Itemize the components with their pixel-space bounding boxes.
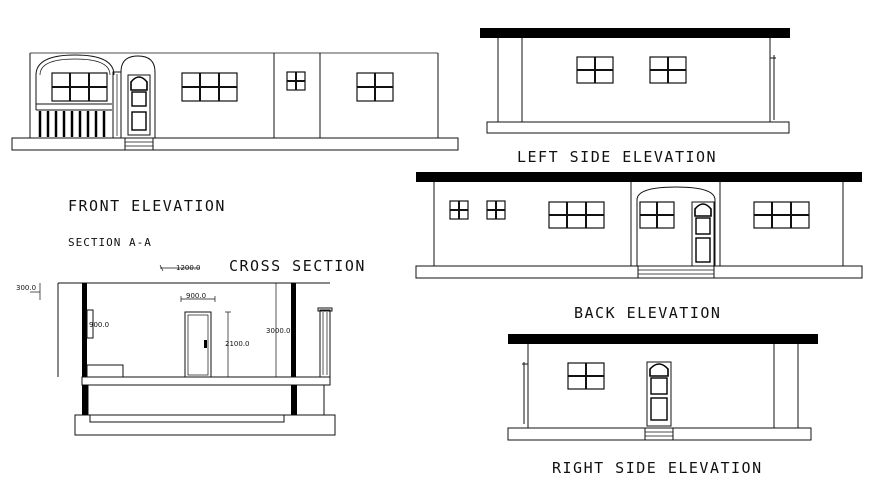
section-label: SECTION A-A (68, 236, 152, 249)
front-elevation-label: FRONT ELEVATION (68, 197, 226, 215)
cross-section (30, 264, 336, 436)
dimension-2100: 2100.0 (225, 340, 250, 348)
left-side-elevation-label: LEFT SIDE ELEVATION (517, 148, 717, 166)
dimension-1200: 1200.0 (176, 264, 201, 272)
front-elevation (11, 52, 459, 151)
back-elevation-label: BACK ELEVATION (574, 304, 721, 322)
dimension-900-top: 900.0 (186, 292, 206, 300)
left-side-elevation (480, 28, 790, 134)
dimension-300: 300.0 (16, 284, 36, 292)
cross-section-label: CROSS SECTION (229, 257, 366, 275)
dimension-3000: 3000.0 (266, 327, 291, 335)
dimension-900-side: 900.0 (89, 321, 109, 329)
right-side-elevation-label: RIGHT SIDE ELEVATION (552, 459, 763, 477)
back-elevation (415, 172, 863, 279)
right-side-elevation (507, 334, 818, 441)
